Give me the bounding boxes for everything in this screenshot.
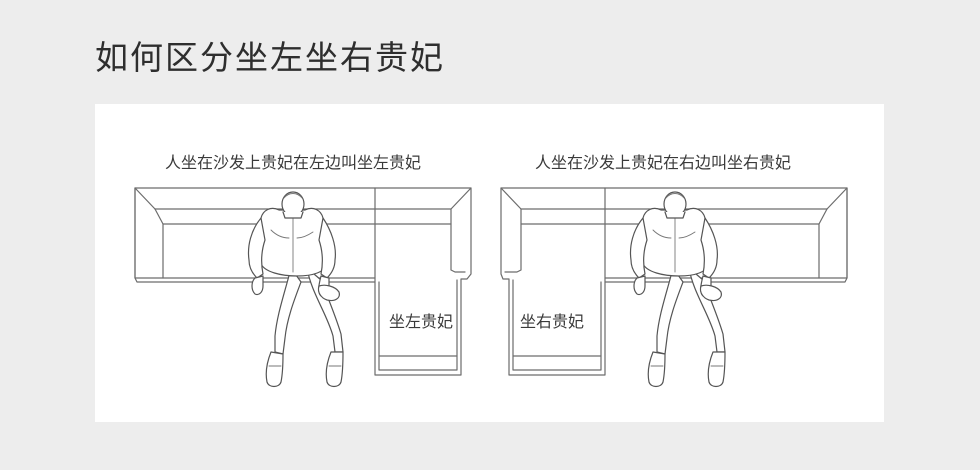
sofa-diagram [134, 187, 848, 388]
person-left-figure [247, 191, 344, 388]
diagram-panel: 人坐在沙发上贵妃在左边叫坐左贵妃 人坐在沙发上贵妃在右边叫坐右贵妃 坐左贵妃 坐… [95, 104, 884, 422]
right-chaise-label: 坐右贵妃 [520, 312, 585, 331]
right-sofa [500, 187, 848, 376]
page-title: 如何区分坐左坐右贵妃 [95, 38, 445, 77]
left-chaise-label: 坐左贵妃 [389, 312, 454, 331]
left-sofa-caption: 人坐在沙发上贵妃在左边叫坐左贵妃 [165, 153, 422, 172]
right-sofa-caption: 人坐在沙发上贵妃在右边叫坐右贵妃 [535, 153, 792, 172]
person-right-figure [629, 191, 726, 388]
